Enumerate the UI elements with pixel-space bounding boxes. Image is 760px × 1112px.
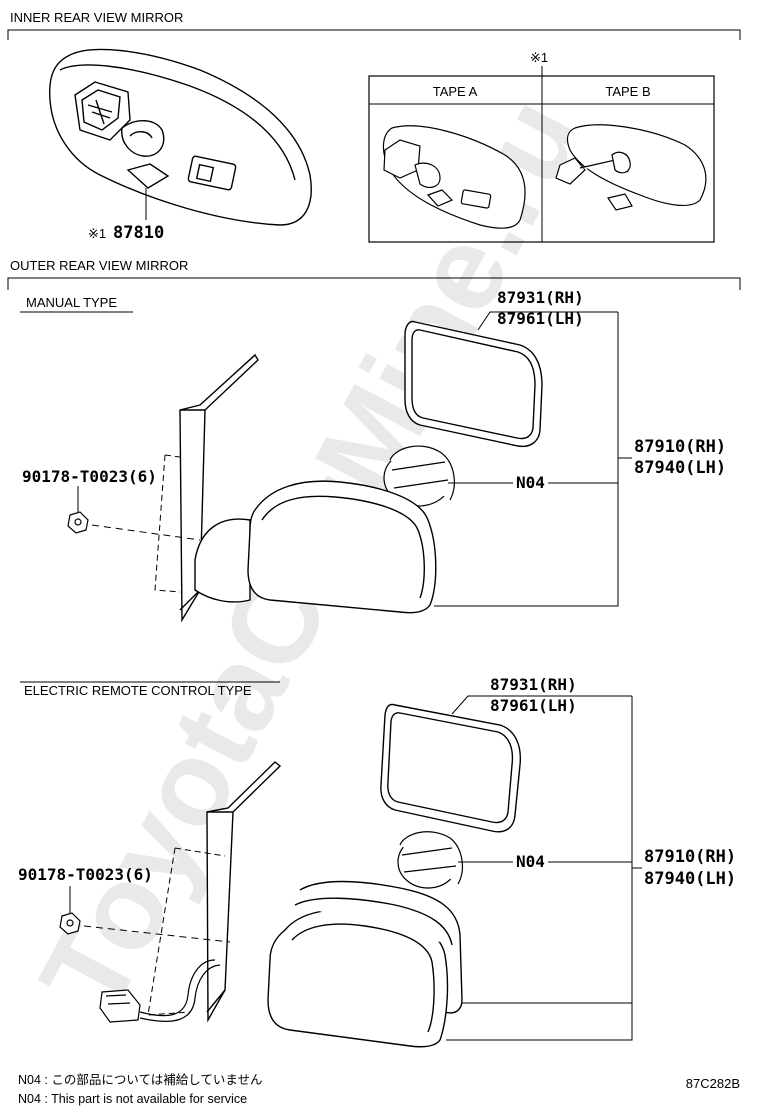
manual-gasket-top [164,454,181,458]
diagram-code: 87C282B [686,1076,740,1091]
footnote-jp: N04 : この部品については補給していません [18,1072,262,1087]
manual-type-label: MANUAL TYPE [26,295,117,310]
electric-glass-lh: 87961(LH) [490,696,577,715]
electric-screw-axis [83,925,231,943]
electric-wire-harness [139,959,221,1022]
footnote-en: N04 : This part is not available for ser… [18,1092,247,1106]
section-bracket-inner [7,29,741,40]
electric-assy-lh: 87940(LH) [644,869,736,889]
manual-mirror-housing [179,353,437,623]
electric-glass-rh: 87931(RH) [490,675,577,694]
inset-mark: ※1 [530,50,548,65]
part-number-87810: 87810 [113,223,164,243]
electric-motor-part: N04 [516,852,545,871]
tape-b-label: TAPE B [605,84,650,99]
tape-a-label: TAPE A [433,84,478,99]
part-mark-87810: ※1 [88,226,106,241]
manual-glass-lh: 87961(LH) [497,309,584,328]
electric-mirror-glass [380,703,522,833]
electric-mirror-housing [206,761,463,1048]
manual-screw-part-number: 90178-T0023(6) [22,467,157,486]
electric-type-label: ELECTRIC REMOTE CONTROL TYPE [24,683,252,698]
section-title-outer: OUTER REAR VIEW MIRROR [10,258,188,273]
section-bracket-outer [7,277,741,290]
manual-mirror-glass [404,320,543,448]
electric-screw-part-number: 90178-T0023(6) [18,865,153,884]
manual-mirror-motor [383,445,455,507]
electric-glass-leader [451,695,632,715]
tape-b-illustration [555,124,707,211]
manual-glass-rh: 87931(RH) [497,288,584,307]
manual-gasket-outline [154,454,181,593]
tape-a-illustration [382,125,526,229]
manual-motor-part: N04 [516,473,545,492]
section-title-inner: INNER REAR VIEW MIRROR [10,10,183,25]
electric-assy-rh: 87910(RH) [644,847,736,867]
electric-gasket-top [174,847,226,857]
manual-screw-axis [91,524,201,541]
inner-mirror-illustration [48,48,312,226]
manual-assy-rh: 87910(RH) [634,437,726,457]
manual-assy-bracket [434,312,619,607]
manual-assy-lh: 87940(LH) [634,458,726,478]
manual-glass-leader [477,311,618,331]
electric-mirror-motor [397,831,464,889]
electric-connector [99,989,141,1023]
electric-screw [59,912,81,935]
manual-screw [67,511,89,534]
electric-assy-bracket [446,696,633,1041]
